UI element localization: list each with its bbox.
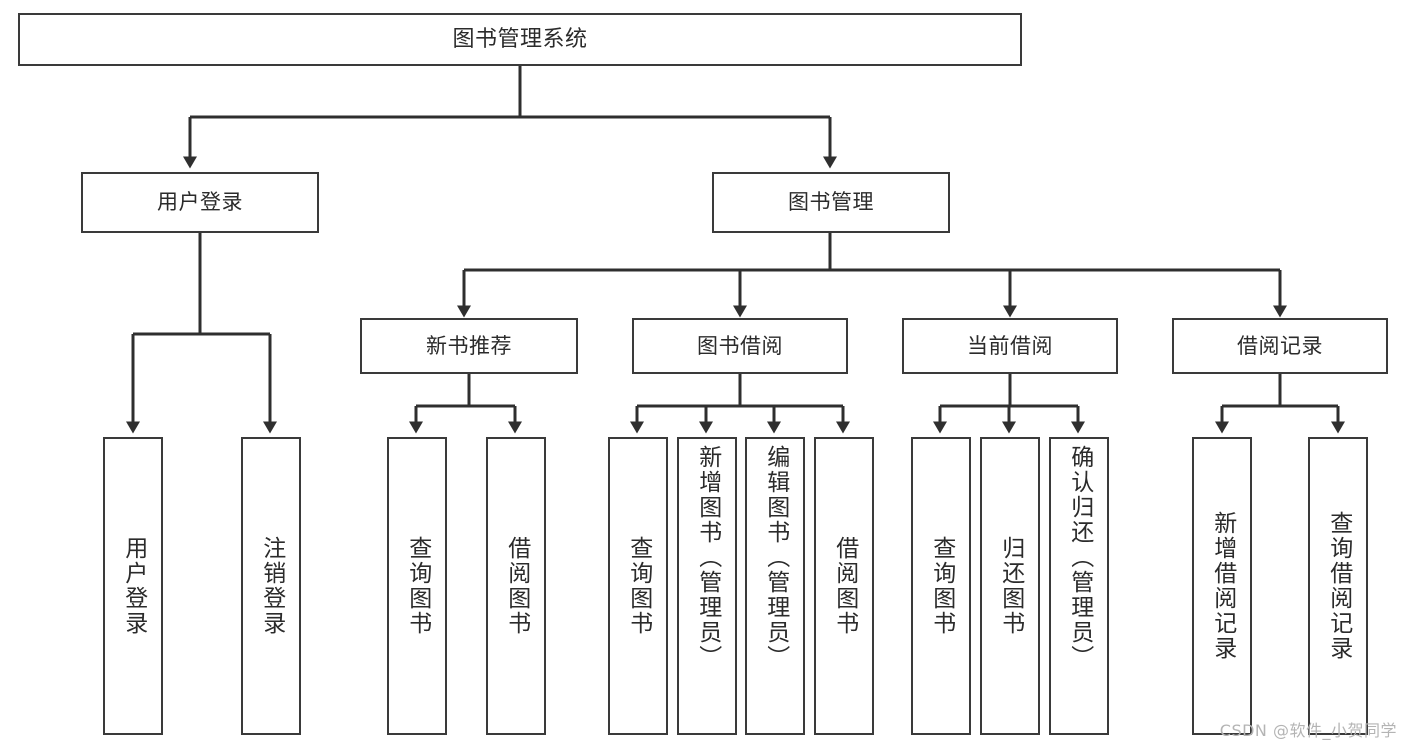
- node-leaf-rec-query[interactable]: 查询图书: [387, 437, 447, 735]
- node-leaf-borrow-edit-label: 编辑图书（管理员）: [762, 445, 789, 670]
- node-leaf-current-confirm[interactable]: 确认归还（管理员）: [1049, 437, 1109, 735]
- node-leaf-record-query[interactable]: 查询借阅记录: [1308, 437, 1368, 735]
- node-new-book-rec[interactable]: 新书推荐: [360, 318, 578, 374]
- node-leaf-record-add-label: 新增借阅记录: [1209, 511, 1236, 661]
- node-leaf-borrow-lend[interactable]: 借阅图书: [814, 437, 874, 735]
- node-current-borrow[interactable]: 当前借阅: [902, 318, 1118, 374]
- node-current-borrow-label: 当前借阅: [967, 333, 1053, 358]
- watermark-text: CSDN @软件_小贺同学: [1219, 721, 1397, 740]
- node-user-login-label: 用户登录: [157, 190, 243, 215]
- node-book-manage[interactable]: 图书管理: [712, 172, 950, 233]
- node-leaf-borrow-add[interactable]: 新增图书（管理员）: [677, 437, 737, 735]
- node-leaf-borrow-lend-label: 借阅图书: [831, 536, 858, 636]
- node-root[interactable]: 图书管理系统: [18, 13, 1022, 66]
- node-leaf-current-return[interactable]: 归还图书: [980, 437, 1040, 735]
- node-leaf-borrow-query-label: 查询图书: [625, 536, 652, 636]
- node-borrow-record[interactable]: 借阅记录: [1172, 318, 1388, 374]
- node-leaf-borrow-edit[interactable]: 编辑图书（管理员）: [745, 437, 805, 735]
- node-leaf-record-query-label: 查询借阅记录: [1325, 511, 1352, 661]
- node-leaf-current-query-label: 查询图书: [928, 536, 955, 636]
- node-leaf-user-logout-label: 注销登录: [258, 536, 285, 636]
- node-leaf-current-return-label: 归还图书: [997, 536, 1024, 636]
- node-book-borrow-label: 图书借阅: [697, 333, 783, 358]
- node-leaf-borrow-add-label: 新增图书（管理员）: [694, 445, 721, 670]
- node-leaf-user-login[interactable]: 用户登录: [103, 437, 163, 735]
- node-book-borrow[interactable]: 图书借阅: [632, 318, 848, 374]
- node-leaf-user-login-label: 用户登录: [120, 536, 147, 636]
- node-book-manage-label: 图书管理: [788, 190, 874, 215]
- node-borrow-record-label: 借阅记录: [1237, 333, 1323, 358]
- node-leaf-rec-borrow[interactable]: 借阅图书: [486, 437, 546, 735]
- node-leaf-rec-query-label: 查询图书: [404, 536, 431, 636]
- node-leaf-user-logout[interactable]: 注销登录: [241, 437, 301, 735]
- node-leaf-record-add[interactable]: 新增借阅记录: [1192, 437, 1252, 735]
- node-root-label: 图书管理系统: [452, 26, 588, 52]
- node-user-login[interactable]: 用户登录: [81, 172, 319, 233]
- node-leaf-borrow-query[interactable]: 查询图书: [608, 437, 668, 735]
- node-leaf-current-confirm-label: 确认归还（管理员）: [1066, 445, 1093, 670]
- node-leaf-rec-borrow-label: 借阅图书: [503, 536, 530, 636]
- node-leaf-current-query[interactable]: 查询图书: [911, 437, 971, 735]
- node-new-book-rec-label: 新书推荐: [426, 333, 512, 358]
